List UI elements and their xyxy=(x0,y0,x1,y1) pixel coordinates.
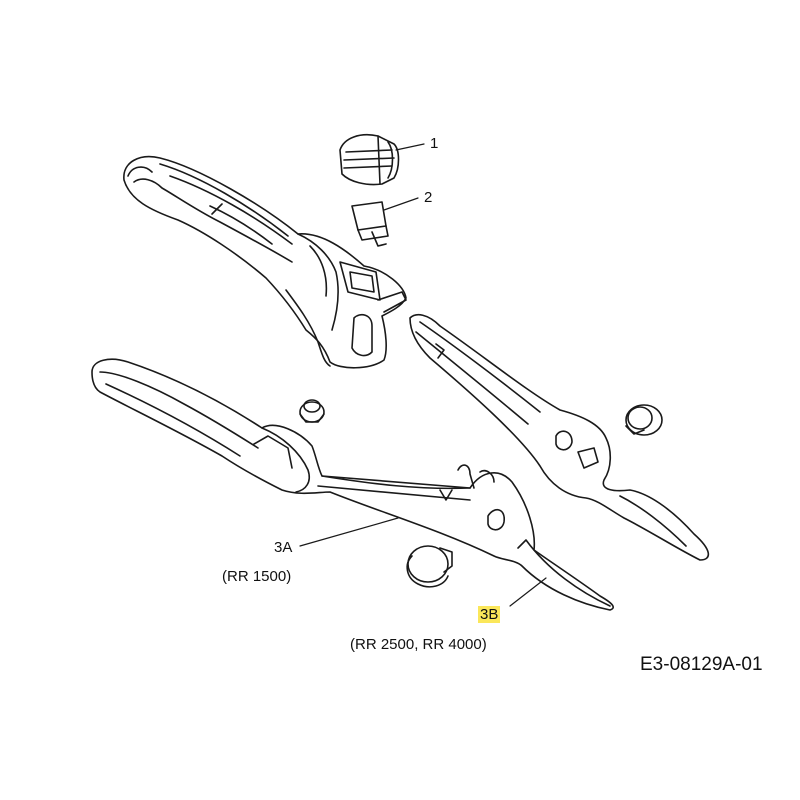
lower-handle-blade-3a-drawing xyxy=(91,358,614,611)
nut-left-drawing xyxy=(299,399,325,423)
leader-line-1 xyxy=(395,143,425,151)
part-3b-number: 3B xyxy=(478,606,501,623)
bolt-lower-drawing xyxy=(406,545,453,588)
leader-line-3b xyxy=(509,577,547,607)
leader-line-2 xyxy=(383,197,419,211)
part-2-number: 2 xyxy=(424,189,433,206)
part-1-number: 1 xyxy=(430,135,439,152)
leader-lines xyxy=(299,143,547,607)
upper-handle-drawing xyxy=(123,155,407,369)
part-3b-note: (RR 2500, RR 4000) xyxy=(350,636,487,653)
part-3a-number: 3A xyxy=(274,539,293,556)
reference-code: E3-08129A-01 xyxy=(640,654,763,675)
upper-blade-drawing xyxy=(409,313,710,561)
part-1-cap-drawing xyxy=(339,134,400,186)
pivot-bolt-right-drawing xyxy=(625,404,663,436)
leader-line-3a xyxy=(299,517,399,547)
part-2-clip-drawing xyxy=(351,201,389,247)
part-3a-note: (RR 1500) xyxy=(222,568,292,585)
